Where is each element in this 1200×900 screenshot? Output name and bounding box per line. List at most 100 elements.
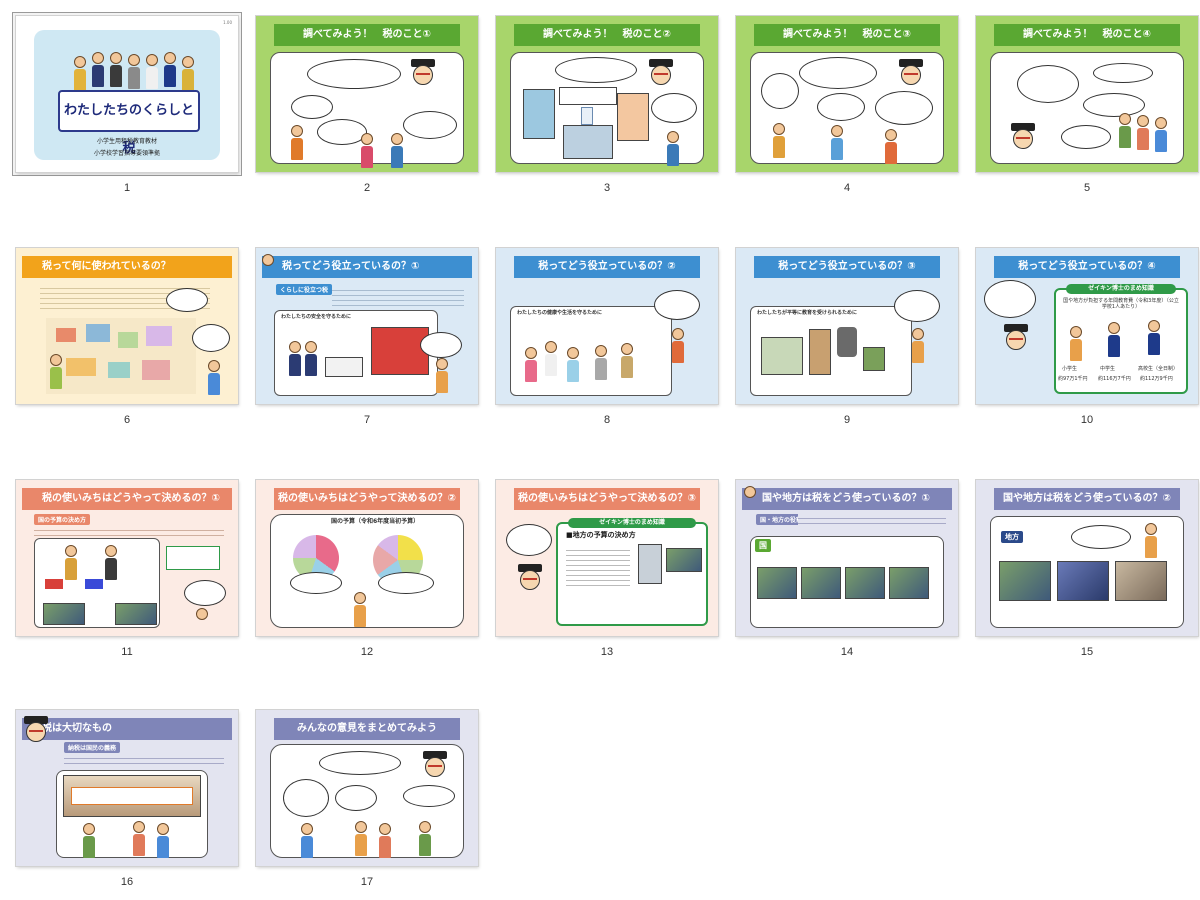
police-figure [289,341,301,376]
slide-9[interactable]: 税ってどう役立っているの？③ わたしたちが平等に教育を受けられるために [736,248,958,404]
slide-11[interactable]: 税の使いみちはどうやって決めるの？① 国の予算の決め方 [16,480,238,636]
speech-bubble [1017,65,1079,103]
child-figure [361,133,373,168]
child-figure [744,486,756,498]
professor-character [423,751,447,781]
content-panel: 国 [750,536,944,628]
person-figure [595,345,607,380]
slide-number: 9 [843,414,851,426]
speech-bubble [555,57,637,83]
slide-13[interactable]: 税の使いみちはどうやって決めるの？③ ゼイキン博士のまめ知識 ■地方の予算の決め… [496,480,718,636]
speech-bubble [761,73,799,109]
professor-character [24,716,48,746]
slide-2[interactable]: 調べてみよう！ 税のこと① [256,16,478,172]
knowledge-heading: ゼイキン博士のまめ知識 [568,518,696,528]
ambulance-illustration [325,357,363,377]
slide-thumbnail[interactable]: 調べてみよう！ 税のこと② 3 [496,16,718,206]
building-illustration [617,93,649,141]
content-panel [270,744,464,858]
slide-7[interactable]: 税ってどう役立っているの？① くらしに役立つ税 わたしたちの安全を守るために [256,248,478,404]
slide-title: 調べてみよう！ 税のこと④ [994,24,1180,46]
diet-photo [115,603,157,625]
child-figure [291,125,303,160]
slide-thumbnail[interactable]: 税は大切なもの 納税は国民の義務 16 [16,710,238,900]
person-figure [74,56,86,91]
speech-bubble [651,93,697,123]
slide-thumbnail[interactable]: 税って何に使われているの？ 6 [16,248,238,438]
slide-14[interactable]: 国や地方は税をどう使っているの？① 国・地方の役割 国 [736,480,958,636]
slide-thumbnail[interactable]: 税ってどう役立っているの？④ ゼイキン博士のまめ知識 国や地方が負担する年間教育… [976,248,1198,438]
child-figure [301,823,313,858]
person-figure [182,56,194,91]
slide-thumbnail[interactable]: 調べてみよう！ 税のこと③ 4 [736,16,958,206]
slide-thumbnail[interactable]: 税の使いみちはどうやって決めるの？③ ゼイキン博士のまめ知識 ■地方の予算の決め… [496,480,718,670]
slide-title: みんなの意見をまとめてみよう [274,718,460,740]
slide-thumbnail[interactable]: 調べてみよう！ 税のこと① 2 [256,16,478,206]
slide-number: 16 [120,876,134,888]
slide-16[interactable]: 税は大切なもの 納税は国民の義務 [16,710,238,866]
slide-thumbnail[interactable]: 税ってどう役立っているの？② わたしたちの健康や生活を守るために 8 [496,248,718,438]
content-panel [56,770,208,858]
slide-thumbnail[interactable]: 税ってどう役立っているの？③ わたしたちが平等に教育を受けられるために 9 [736,248,958,438]
slide-4[interactable]: 調べてみよう！ 税のこと③ [736,16,958,172]
info-box [166,546,220,570]
speech-bubble [319,751,401,775]
knowledge-note: 国や地方が負担する年間教育費（令和3年度）（公立学校1人あたり） [1063,298,1179,310]
slide-8[interactable]: 税ってどう役立っているの？② わたしたちの健康や生活を守るために [496,248,718,404]
child-figure [912,328,924,363]
slide-12[interactable]: 税の使いみちはどうやって決めるの？② 国の予算（令和6年度当初予算） [256,480,478,636]
slide-thumbnail[interactable]: 国や地方は税をどう使っているの？① 国・地方の役割 国 14 [736,480,958,670]
slide-thumbnail[interactable]: 税の使いみちはどうやって決めるの？② 国の予算（令和6年度当初予算） 12 [256,480,478,670]
slide-thumbnail[interactable]: 税ってどう役立っているの？① くらしに役立つ税 わたしたちの安全を守るために 7 [256,248,478,438]
slide-number: 5 [1083,182,1091,194]
activity-photo [1057,561,1109,601]
slide-5[interactable]: 調べてみよう！ 税のこと④ [976,16,1198,172]
content-panel [990,52,1184,164]
page-mark: 1.00 [223,20,232,25]
slide-3[interactable]: 調べてみよう！ 税のこと② [496,16,718,172]
speech-bubble [1071,525,1131,549]
slide-thumbnail[interactable]: みんなの意見をまとめてみよう 17 [256,710,478,900]
slide-number: 6 [123,414,131,426]
body-text [64,754,224,766]
slide-thumbnail[interactable]: 調べてみよう！ 税のこと④ 5 [976,16,1198,206]
slide-number: 14 [840,646,854,658]
slide-number: 11 [121,646,133,658]
section-chip: 国・地方の役割 [756,514,807,525]
arrow-icon [581,107,593,125]
slide-number: 17 [360,876,374,888]
person-figure [146,54,158,89]
slide-thumbnail[interactable]: わたしたちのくらしと税 小学生用租税教育教材 小学校学習指導要領準拠 1.00 … [12,12,242,206]
slide-1[interactable]: わたしたちのくらしと税 小学生用租税教育教材 小学校学習指導要領準拠 1.00 [16,16,238,172]
person-figure [545,341,557,376]
school-illustration [761,337,803,375]
child-figure [208,360,220,395]
microscope-icon [837,327,857,357]
slide-number: 2 [363,182,371,194]
slide-thumbnail[interactable]: 国や地方は税をどう使っているの？② 地方 15 [976,480,1198,670]
body-text [566,546,630,590]
speech-bubble [799,57,877,89]
chart-title: 国の予算（令和6年度当初予算） [331,518,420,525]
slide-10[interactable]: 税ってどう役立っているの？④ ゼイキン博士のまめ知識 国や地方が負担する年間教育… [976,248,1198,404]
child-figure [50,354,62,389]
flow-arrow-icon [45,579,63,589]
slide-6[interactable]: 税って何に使われているの？ [16,248,238,404]
cover-subtitle: 小学生用租税教育教材 [96,138,157,145]
speech-bubble [403,785,455,807]
content-panel: 国の予算（令和6年度当初予算） [270,514,464,628]
slide-17[interactable]: みんなの意見をまとめてみよう [256,710,478,866]
speech-bubble [506,524,552,556]
slide-number: 4 [843,182,851,194]
child-figure [391,133,403,168]
slide-thumbnail[interactable]: 税の使いみちはどうやって決めるの？① 国の予算の決め方 11 [16,480,238,670]
child-figure [262,254,274,266]
child-figure [83,823,95,858]
slide-title: 調べてみよう！ 税のこと① [274,24,460,46]
slide-15[interactable]: 国や地方は税をどう使っているの？② 地方 [976,480,1198,636]
section-heading: わたしたちの健康や生活を守るために [517,310,603,316]
speech-bubble [875,91,933,125]
town-map [46,318,196,394]
cost-value: 約116万7千円 [1098,376,1131,382]
professor-character [1011,123,1035,153]
